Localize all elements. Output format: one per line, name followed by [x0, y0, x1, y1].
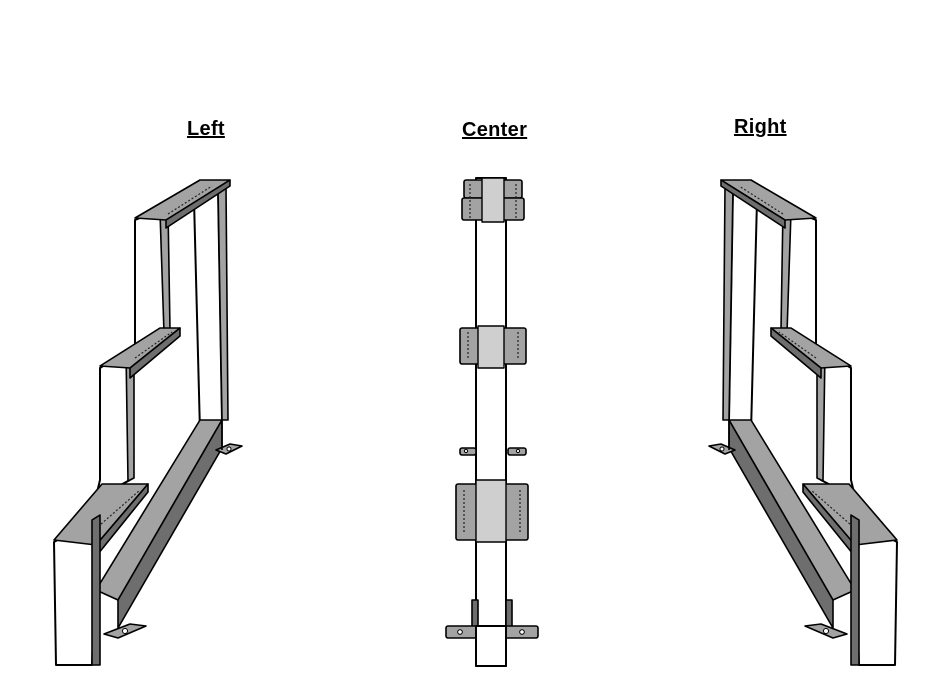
left-view-label: Left: [187, 118, 225, 140]
center-bottom-tread-core: [475, 479, 507, 543]
left-stair-frame: [53, 179, 243, 666]
left-top-tread-grip: [167, 185, 213, 215]
center-post: [475, 177, 507, 667]
right-rear-post: [728, 187, 758, 433]
right-middle-tread-grip: [778, 331, 817, 359]
center-tab-right-hole: [515, 448, 521, 454]
center-tab-left-hole: [463, 448, 469, 454]
left-front-foot-hole: [122, 628, 128, 634]
right-view-label: Right: [734, 116, 787, 138]
right-top-tread-grip: [738, 185, 784, 215]
right-middle-tread-lip: [770, 327, 822, 379]
left-rear-foot-hole: [226, 446, 232, 452]
center-stair-frame: [445, 177, 539, 667]
right-rear-foot-hole: [719, 446, 725, 452]
right-front-foot-hole: [823, 628, 829, 634]
center-foot-hole-right: [519, 629, 525, 635]
left-front-rail-side: [91, 514, 101, 666]
right-stair-frame: [708, 179, 898, 666]
left-bottom-tread-grip: [91, 489, 141, 533]
left-top-tread-lip: [165, 179, 231, 229]
right-top-tread-lip: [720, 179, 786, 229]
right-front-rail-side: [850, 514, 860, 666]
center-post-base: [475, 625, 507, 667]
center-view-label: Center: [462, 119, 528, 141]
center-foot-hole-left: [457, 629, 463, 635]
left-middle-tread-lip: [129, 327, 181, 379]
center-middle-tread-core: [477, 325, 505, 369]
center-top-tread-core: [481, 177, 505, 223]
right-bottom-tread-grip: [810, 489, 860, 533]
left-middle-tread-grip: [134, 331, 173, 359]
left-rear-post: [193, 187, 223, 433]
